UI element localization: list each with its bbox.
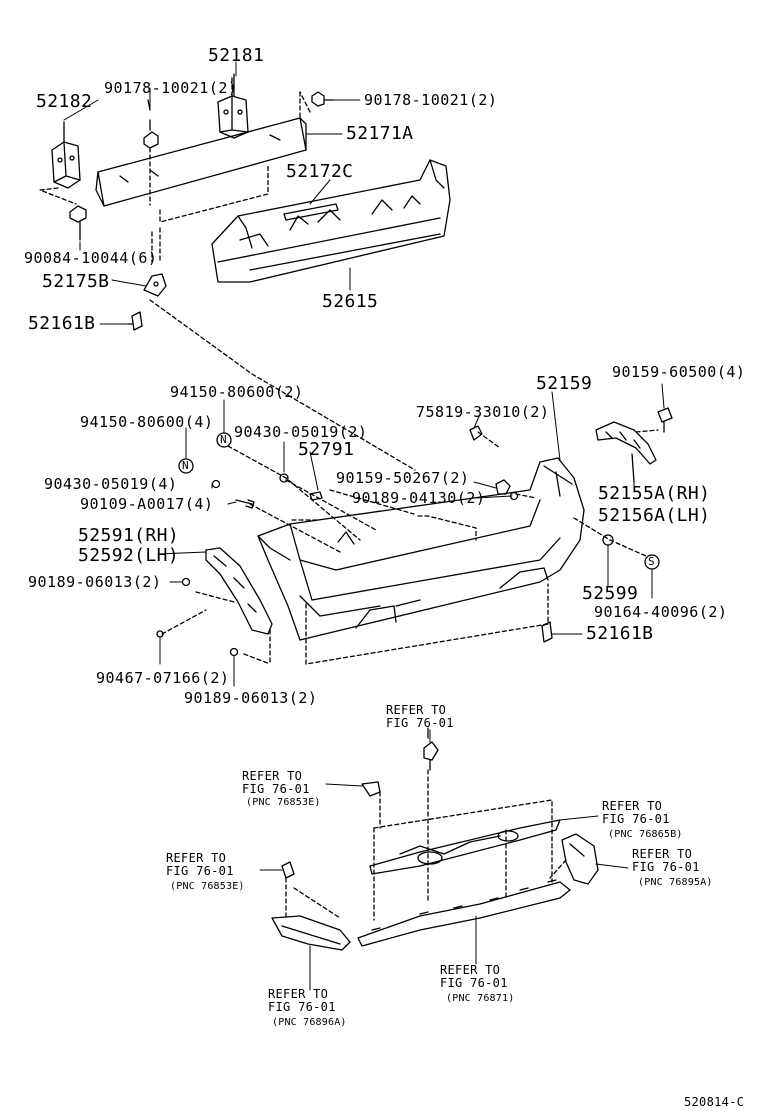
label-52155a-rh: 52155A(RH) bbox=[598, 483, 711, 504]
bolt-90178-left bbox=[143, 99, 159, 149]
label-90178-10021-left: 90178-10021(2) bbox=[104, 79, 238, 97]
refer-7-line3: (PNC 76896A) bbox=[272, 1017, 347, 1028]
label-90430-05019-2: 90430-05019(2) bbox=[234, 423, 368, 441]
refer-6-line2: FIG 76-01 bbox=[440, 976, 508, 990]
screw-90189-06013-b bbox=[229, 647, 239, 657]
retainer-52599 bbox=[602, 534, 614, 546]
energy-absorber-52615 bbox=[211, 159, 451, 283]
refer-1-line2: FIG 76-01 bbox=[386, 716, 454, 730]
bumper-cover-52159 bbox=[257, 457, 585, 641]
lower-cover-76895a bbox=[561, 833, 599, 885]
clip-top-refer bbox=[423, 727, 439, 771]
refer-4-line2: FIG 76-01 bbox=[166, 864, 234, 878]
label-90159-50267: 90159-50267(2) bbox=[336, 469, 470, 487]
marker-n-a-text: N bbox=[182, 459, 190, 472]
rod-52172c bbox=[283, 203, 339, 221]
refer-1-line1: REFER TO bbox=[386, 703, 447, 717]
side-retainer-52155a bbox=[595, 421, 657, 483]
marker-n-94150-a bbox=[178, 458, 194, 474]
refer-7-line2: FIG 76-01 bbox=[268, 1000, 336, 1014]
marker-n-b-text: N bbox=[220, 433, 228, 446]
figure-code: 520814-C bbox=[684, 1095, 745, 1109]
lower-dashed-connectors bbox=[285, 769, 567, 921]
nut-90430-a bbox=[211, 479, 221, 489]
nut-90430-b bbox=[279, 473, 289, 483]
label-90467-07166: 90467-07166(2) bbox=[96, 669, 230, 687]
refer-2-line3: (PNC 76853E) bbox=[246, 797, 321, 808]
marker-n-94150-b bbox=[216, 432, 232, 448]
label-52156a-lh: 52156A(LH) bbox=[598, 505, 711, 526]
cover-dashed-connectors bbox=[161, 429, 659, 665]
label-52182: 52182 bbox=[36, 91, 93, 112]
bracket-52182 bbox=[51, 121, 81, 189]
label-90178-10021-right: 90178-10021(2) bbox=[364, 91, 498, 109]
clip-refer-76853e-b bbox=[281, 861, 295, 879]
retainer-52175b bbox=[143, 273, 167, 297]
screw-90159-50267 bbox=[495, 479, 511, 495]
label-52592-lh: 52592(LH) bbox=[78, 545, 180, 566]
label-90189-06013-a: 90189-06013(2) bbox=[28, 573, 162, 591]
label-94150-80600-2: 94150-80600(2) bbox=[170, 383, 304, 401]
label-90189-04130: 90189-04130(2) bbox=[352, 489, 486, 507]
label-90159-60500: 90159-60500(4) bbox=[612, 363, 746, 381]
label-94150-80600-4: 94150-80600(4) bbox=[80, 413, 214, 431]
label-52791: 52791 bbox=[298, 439, 355, 460]
label-52599: 52599 bbox=[582, 583, 639, 604]
refer-2-line2: FIG 76-01 bbox=[242, 782, 310, 796]
label-52161b-bottom: 52161B bbox=[586, 623, 654, 644]
refer-6-line1: REFER TO bbox=[440, 963, 501, 977]
refer-3-line2: FIG 76-01 bbox=[602, 812, 670, 826]
label-52159: 52159 bbox=[536, 373, 593, 394]
refer-7-line1: REFER TO bbox=[268, 987, 329, 1001]
lower-bracket-76865b bbox=[369, 819, 561, 875]
label-52591-rh: 52591(RH) bbox=[78, 525, 180, 546]
marker-s-text: S bbox=[648, 555, 656, 568]
refer-2-line1: REFER TO bbox=[242, 769, 303, 783]
top-dashed-connectors bbox=[39, 75, 416, 471]
lower-cover-76896a bbox=[271, 915, 351, 951]
screw-90189-06013-a bbox=[181, 577, 191, 587]
refer-3-line1: REFER TO bbox=[602, 799, 663, 813]
clip-52161b-bottom bbox=[541, 621, 553, 643]
label-90164-40096: 90164-40096(2) bbox=[594, 603, 728, 621]
screw-90159-60500 bbox=[657, 407, 673, 433]
refer-4-line1: REFER TO bbox=[166, 851, 227, 865]
label-52171a: 52171A bbox=[346, 123, 414, 144]
clip-75819 bbox=[469, 425, 483, 441]
bolt-90178-right bbox=[311, 91, 335, 107]
leader-lines bbox=[63, 61, 665, 991]
side-retainer-52591 bbox=[205, 547, 273, 635]
label-52181: 52181 bbox=[208, 45, 265, 66]
screw-90109 bbox=[235, 499, 255, 509]
refer-3-line3: (PNC 76865B) bbox=[608, 829, 683, 840]
label-90430-05019-4: 90430-05019(4) bbox=[44, 475, 178, 493]
label-90109-a0017: 90109-A0017(4) bbox=[80, 495, 214, 513]
label-52175b: 52175B bbox=[42, 271, 110, 292]
label-90084-10044: 90084-10044(6) bbox=[24, 249, 158, 267]
label-90189-06013-b: 90189-06013(2) bbox=[184, 689, 318, 707]
lower-garnish-76871 bbox=[357, 879, 571, 947]
label-75819-33010: 75819-33010(2) bbox=[416, 403, 550, 421]
refer-4-line3: (PNC 76853E) bbox=[170, 881, 245, 892]
screw-52791 bbox=[309, 491, 323, 501]
label-52615: 52615 bbox=[322, 291, 379, 312]
label-52161b-top: 52161B bbox=[28, 313, 96, 334]
refer-6-line3: (PNC 76871) bbox=[446, 993, 515, 1004]
bumper-reinforcement-52171a bbox=[95, 117, 307, 207]
refer-5-line2: FIG 76-01 bbox=[632, 860, 700, 874]
refer-5-line1: REFER TO bbox=[632, 847, 693, 861]
clip-52161b-top bbox=[127, 311, 143, 331]
bolt-90084 bbox=[69, 205, 87, 241]
clip-refer-76853e-a bbox=[361, 781, 381, 797]
marker-s-90164 bbox=[644, 554, 660, 570]
screw-90467 bbox=[156, 630, 164, 638]
label-52172c: 52172C bbox=[286, 161, 354, 182]
refer-5-line3: (PNC 76895A) bbox=[638, 877, 713, 888]
